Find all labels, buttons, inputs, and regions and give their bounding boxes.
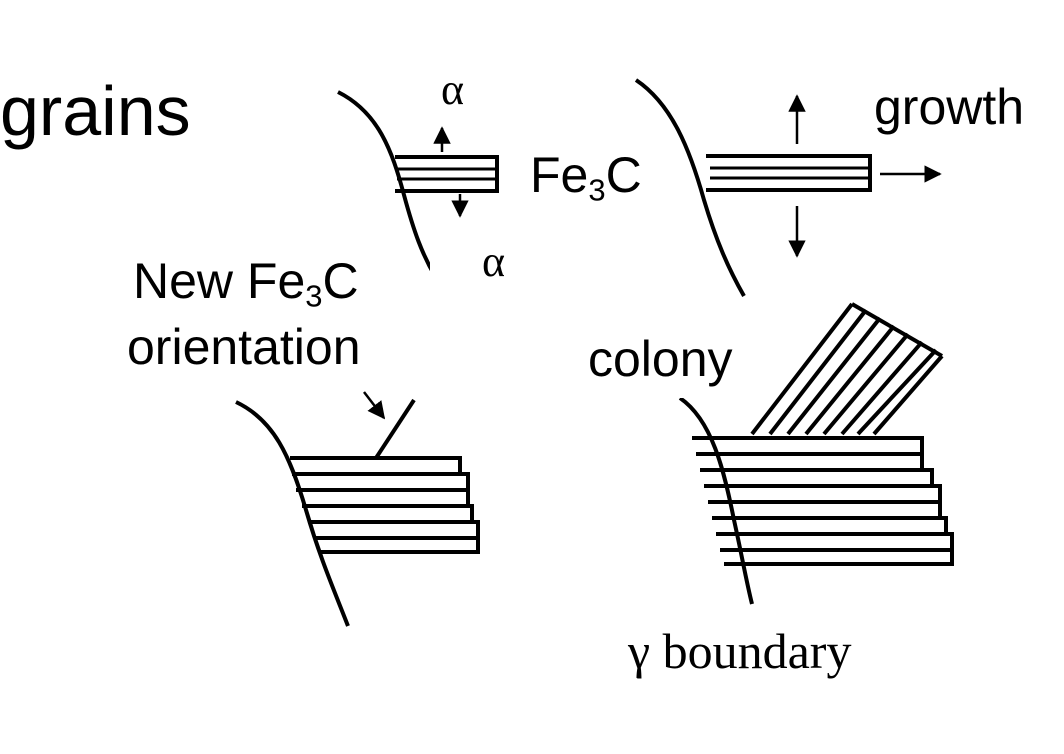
- fe3c-plate-2: [706, 154, 872, 192]
- fe3c-label: Fe3C: [528, 147, 644, 208]
- growth-label: growth: [874, 79, 1025, 135]
- alpha-mid-label: α: [430, 240, 540, 380]
- new-fe3c-label: New Fe3C: [133, 253, 359, 314]
- gamma-boundary-label: γ boundary: [628, 623, 852, 679]
- orientation-label: orientation: [127, 322, 367, 372]
- new-fe3c-plate: [374, 398, 416, 460]
- panel-growth: [634, 78, 942, 297]
- lamellae-stack-1: [290, 456, 480, 554]
- alpha-top-label: α: [441, 65, 465, 114]
- panel-nucleation: [337, 90, 499, 280]
- colony-label: colony: [560, 330, 757, 398]
- arrow-icon: [363, 391, 386, 420]
- grain-boundary-3: [235, 400, 350, 627]
- colony-lamellae: [750, 302, 944, 436]
- panel-new-orientation: [235, 391, 480, 627]
- lamellae-stack-2: [692, 436, 954, 566]
- panel-colony: [678, 302, 954, 605]
- grains-label: grains: [0, 72, 191, 150]
- grain-boundary-1: [337, 90, 438, 280]
- fe3c-plate-1: [395, 155, 499, 193]
- grain-boundary-2: [634, 78, 746, 297]
